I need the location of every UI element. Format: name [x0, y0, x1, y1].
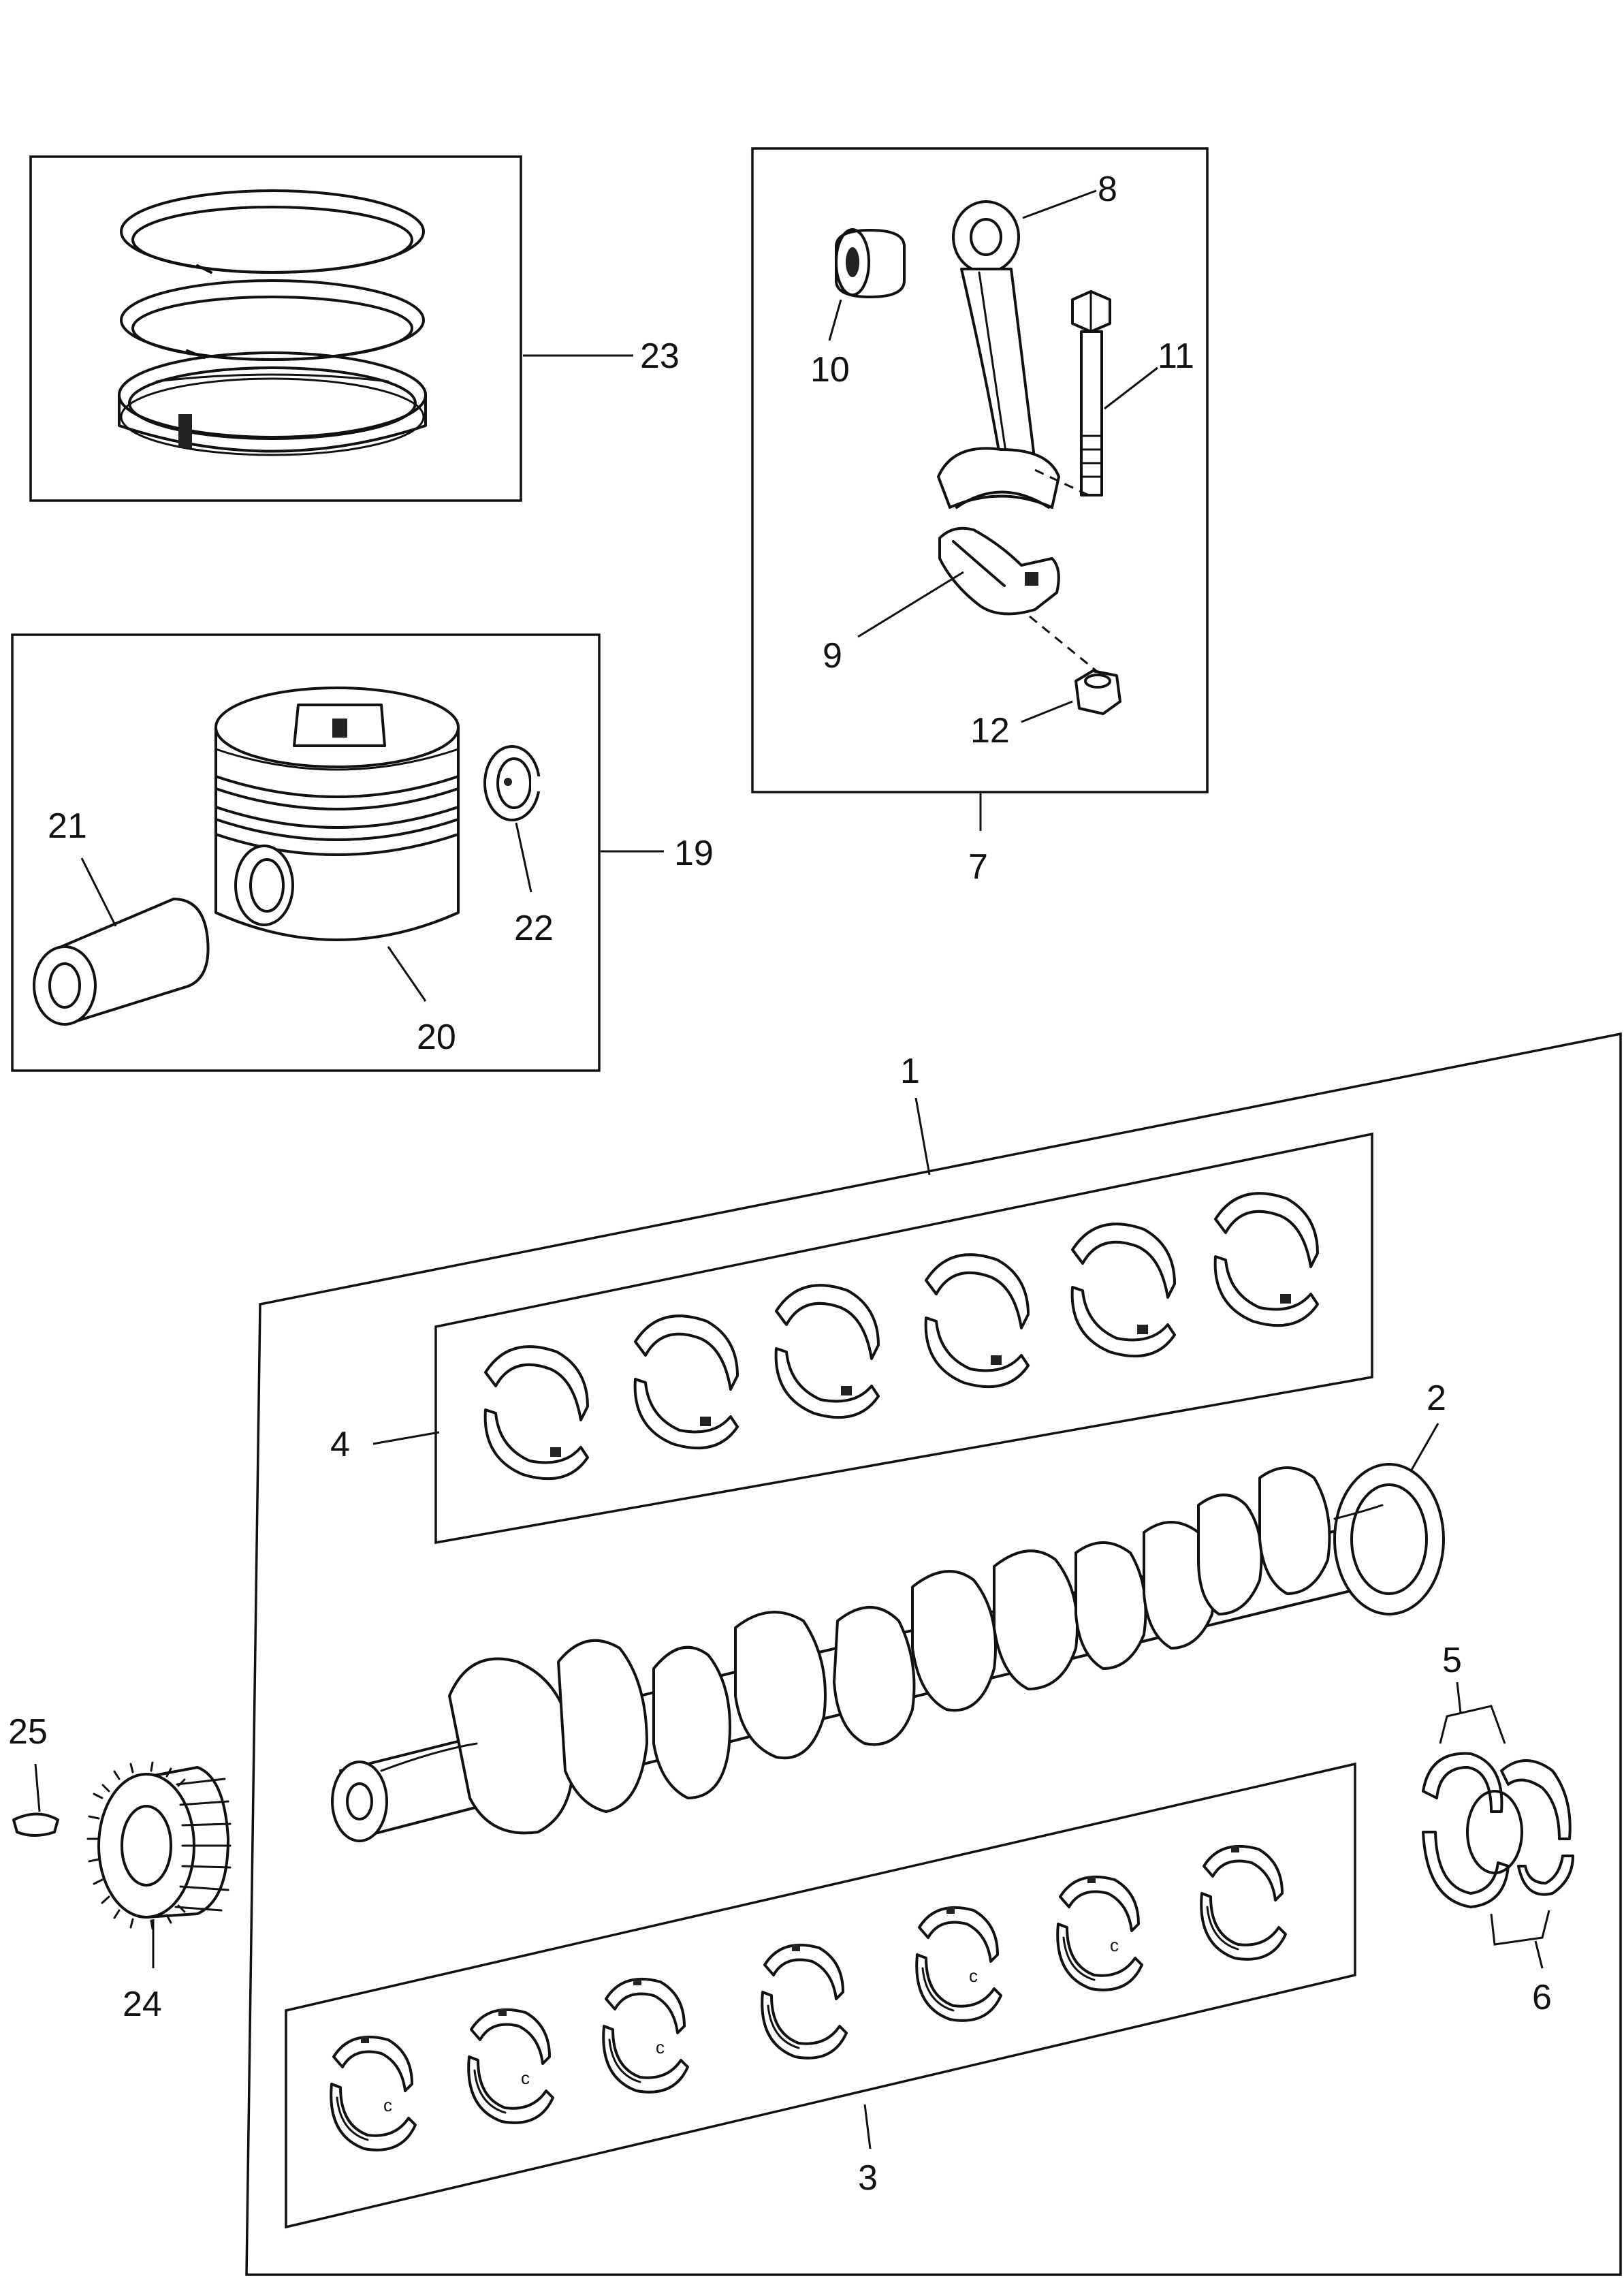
- piston-rings-drawing: [118, 189, 427, 456]
- crankshaft-assembly-box: [245, 1032, 1622, 2276]
- connecting-rod-drawing: [937, 200, 1060, 509]
- callout-8: 8: [1098, 170, 1117, 209]
- upper-bearing-shell: [1070, 1223, 1176, 1358]
- gudgeon-pin-drawing: [33, 898, 210, 1026]
- piston-ring-set-group: 23: [29, 155, 680, 502]
- connecting-rod-box: [751, 147, 1209, 793]
- leader-9: [857, 571, 964, 638]
- lower-bearing-shell-plain: [761, 1943, 848, 2060]
- bearing-mark: c: [521, 2068, 530, 2088]
- bearing-mark: c: [383, 2095, 392, 2115]
- bearing-mark: c: [969, 1966, 978, 1986]
- upper-bearing-shell: [633, 1314, 739, 1450]
- piston-ring-box: [29, 155, 522, 502]
- lower-bearing-shells: c c c: [330, 1844, 1287, 2151]
- callout-25: 25: [8, 1712, 48, 1752]
- callout-9: 9: [823, 636, 842, 676]
- bearing-mark: c: [1110, 1935, 1119, 1955]
- lower-bearing-shell: c: [602, 1977, 689, 2094]
- rod-cap-drawing: [938, 526, 1060, 616]
- lower-bearing-shell: c: [915, 1906, 1002, 2022]
- leader-2: [1410, 1423, 1439, 1472]
- upper-bearing-shells: [483, 1192, 1319, 1481]
- leader-12: [1021, 700, 1073, 723]
- callout-2: 2: [1427, 1378, 1446, 1418]
- callout-19: 19: [674, 834, 714, 873]
- leader-1: [914, 1097, 931, 1176]
- crankshaft-assembly-group: 1 4: [245, 1032, 1622, 2276]
- upper-bearing-shell: [774, 1284, 880, 1419]
- callout-4: 4: [330, 1425, 350, 1464]
- bearing-mark: c: [656, 2037, 665, 2057]
- leader-25: [34, 1763, 41, 1812]
- callout-3: 3: [858, 2158, 878, 2198]
- leader-20: [387, 946, 427, 1002]
- lower-bearings-box: [285, 1762, 1356, 2229]
- leader-4: [372, 1431, 440, 1445]
- nut-axis-dashed: [1029, 615, 1097, 672]
- leader-22: [515, 822, 532, 893]
- leader-21: [80, 857, 117, 927]
- upper-bearings-box: [434, 1132, 1373, 1545]
- callout-21: 21: [48, 806, 87, 846]
- leader-5: [1456, 1682, 1462, 1714]
- leader-8: [1022, 189, 1097, 219]
- circlip-drawing: [483, 745, 541, 821]
- woodruff-key-drawing: [12, 1812, 59, 1837]
- thrust-washers-drawing: [1422, 1752, 1574, 1908]
- rod-bolt-drawing: [1071, 290, 1111, 496]
- piston-drawing: [214, 687, 460, 941]
- bracket-5: [1439, 1705, 1506, 1744]
- callout-20: 20: [417, 1018, 456, 1057]
- callout-22: 22: [514, 909, 554, 948]
- callout-5: 5: [1442, 1641, 1462, 1680]
- crankshaft-gear-group: 24: [86, 1761, 232, 2024]
- piston-group: 20 21 22 19: [11, 633, 714, 1072]
- bolt-axis-dashed: [1034, 469, 1094, 499]
- callout-10: 10: [810, 350, 850, 390]
- lower-bearing-shell: c: [330, 2035, 417, 2151]
- upper-bearing-shell: [1213, 1192, 1319, 1327]
- rod-nut-drawing: [1074, 669, 1121, 715]
- small-end-bush-drawing: [835, 228, 906, 298]
- leader-10: [828, 299, 842, 341]
- leader-6: [1534, 1940, 1544, 1969]
- connecting-rod-group: 10 8 11: [751, 147, 1209, 887]
- crankshaft-drawing: [331, 1463, 1445, 1842]
- callout-23: 23: [640, 336, 680, 376]
- crankshaft-gear-drawing: [86, 1761, 232, 1930]
- callout-6: 6: [1532, 1978, 1552, 2017]
- upper-bearing-shell: [483, 1345, 589, 1481]
- upper-bearing-shell: [924, 1253, 1030, 1389]
- callout-11: 11: [1158, 336, 1194, 376]
- piston-box: [11, 633, 601, 1072]
- lower-bearing-shell: c: [1056, 1875, 1143, 1991]
- leader-11: [1104, 366, 1158, 410]
- bracket-6: [1490, 1910, 1550, 1946]
- crank-webs: [448, 1466, 1331, 1835]
- callout-7: 7: [968, 847, 988, 887]
- callout-12: 12: [970, 711, 1010, 751]
- callout-24: 24: [123, 1985, 162, 2024]
- lower-bearing-shell: c: [467, 2008, 554, 2124]
- leader-3: [863, 2104, 872, 2149]
- woodruff-key-group: 25: [8, 1712, 59, 1837]
- callout-1: 1: [900, 1052, 920, 1091]
- lower-bearing-shell: [1200, 1844, 1287, 1961]
